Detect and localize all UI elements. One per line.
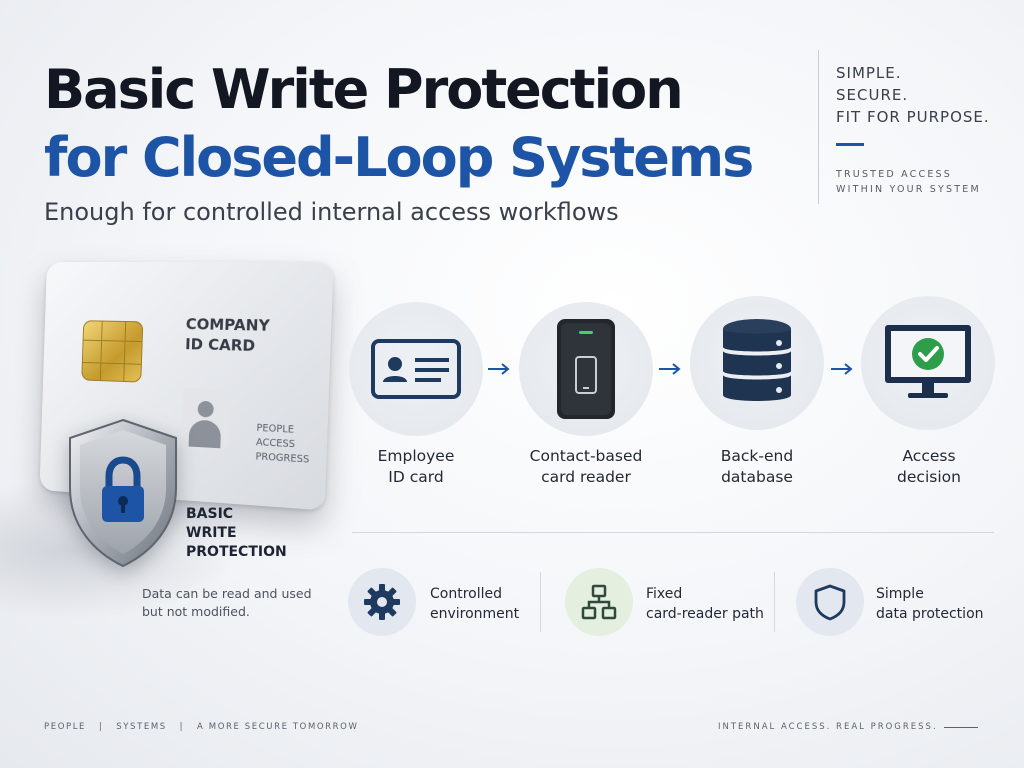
arrow-right-icon [831, 363, 853, 375]
flow-label-id-card: Employee ID card [336, 446, 496, 488]
protection-label-line: BASIC [186, 506, 234, 522]
protection-label-line: WRITE [186, 525, 237, 541]
database-icon [723, 319, 791, 401]
flow-label-line: Access [902, 447, 956, 465]
feature-controlled-environment [348, 568, 416, 636]
lock-shield-icon [69, 418, 177, 568]
tagline-accent-bar [836, 143, 864, 146]
trusted-line: WITHIN YOUR SYSTEM [836, 184, 981, 195]
flow-label-line: decision [897, 468, 961, 486]
side-divider [818, 50, 819, 204]
protection-description-line: but not modified. [142, 604, 250, 619]
flow-label-line: Back-end [720, 447, 794, 465]
section-divider [352, 532, 994, 533]
flow-label-line: Contact-based [529, 447, 643, 465]
protection-description-line: Data can be read and used [142, 586, 312, 601]
feature-label-line: card-reader path [646, 606, 764, 622]
flow-step-card-reader [519, 302, 653, 436]
flow-label-line: database [721, 468, 793, 486]
card-title-line: COMPANY [185, 315, 271, 335]
feature-fixed-path [565, 568, 633, 636]
page-title-line-2: for Closed-Loop Systems [44, 126, 754, 189]
page-title-line-1: Basic Write Protection [44, 58, 684, 121]
protection-label: BASIC WRITE PROTECTION [186, 505, 287, 562]
protection-description: Data can be read and used but not modifi… [142, 585, 312, 621]
protection-label-line: PROTECTION [186, 544, 287, 560]
feature-separator [774, 572, 775, 632]
feature-label-line: Controlled [430, 586, 502, 602]
page-subtitle: Enough for controlled internal access wo… [44, 198, 619, 226]
card-title: COMPANY ID CARD [185, 314, 270, 356]
feature-label-simple-protection: Simple data protection [876, 584, 984, 624]
tagline-line: SIMPLE. [836, 64, 902, 82]
person-photo-icon [181, 388, 230, 449]
flow-label-card-reader: Contact-based card reader [506, 446, 666, 488]
shield-icon [814, 584, 846, 621]
flow-label-database: Back-end database [677, 446, 837, 488]
card-motto: PEOPLE ACCESS PROGRESS [255, 422, 310, 468]
network-icon [581, 584, 617, 620]
trusted-line: TRUSTED ACCESS [836, 169, 952, 180]
monitor-check-icon [885, 325, 971, 398]
feature-label-fixed-path: Fixed card-reader path [646, 584, 764, 624]
footer-motto: PEOPLE | SYSTEMS | A MORE SECURE TOMORRO… [44, 722, 359, 732]
id-card-icon [371, 339, 461, 399]
footer-slogan: INTERNAL ACCESS. REAL PROGRESS. [718, 722, 938, 732]
arrow-right-icon [659, 363, 681, 375]
feature-label-line: Simple [876, 586, 924, 602]
flow-label-line: ID card [388, 468, 444, 486]
card-title-line: ID CARD [184, 335, 256, 356]
flow-step-id-card [349, 302, 483, 436]
flow-label-line: Employee [377, 447, 455, 465]
card-reader-icon [557, 319, 615, 419]
feature-simple-protection [796, 568, 864, 636]
flow-step-access-decision [861, 296, 995, 430]
feature-label-line: data protection [876, 606, 984, 622]
tagline: SIMPLE. SECURE. FIT FOR PURPOSE. [836, 62, 990, 128]
tagline-line: SECURE. [836, 86, 909, 104]
flow-label-line: card reader [541, 468, 631, 486]
card-motto-line: PROGRESS [255, 451, 310, 466]
chip-icon [81, 320, 144, 383]
footer-rule [944, 727, 978, 728]
flow-label-access-decision: Access decision [849, 446, 1009, 488]
feature-separator [540, 572, 541, 632]
feature-label-line: environment [430, 606, 520, 622]
flow-step-database [690, 296, 824, 430]
trusted-access-note: TRUSTED ACCESS WITHIN YOUR SYSTEM [836, 167, 981, 197]
gear-icon [364, 584, 400, 620]
feature-label-line: Fixed [646, 586, 683, 602]
feature-label-controlled-environment: Controlled environment [430, 584, 519, 624]
arrow-right-icon [488, 363, 510, 375]
tagline-line: FIT FOR PURPOSE. [836, 108, 990, 126]
